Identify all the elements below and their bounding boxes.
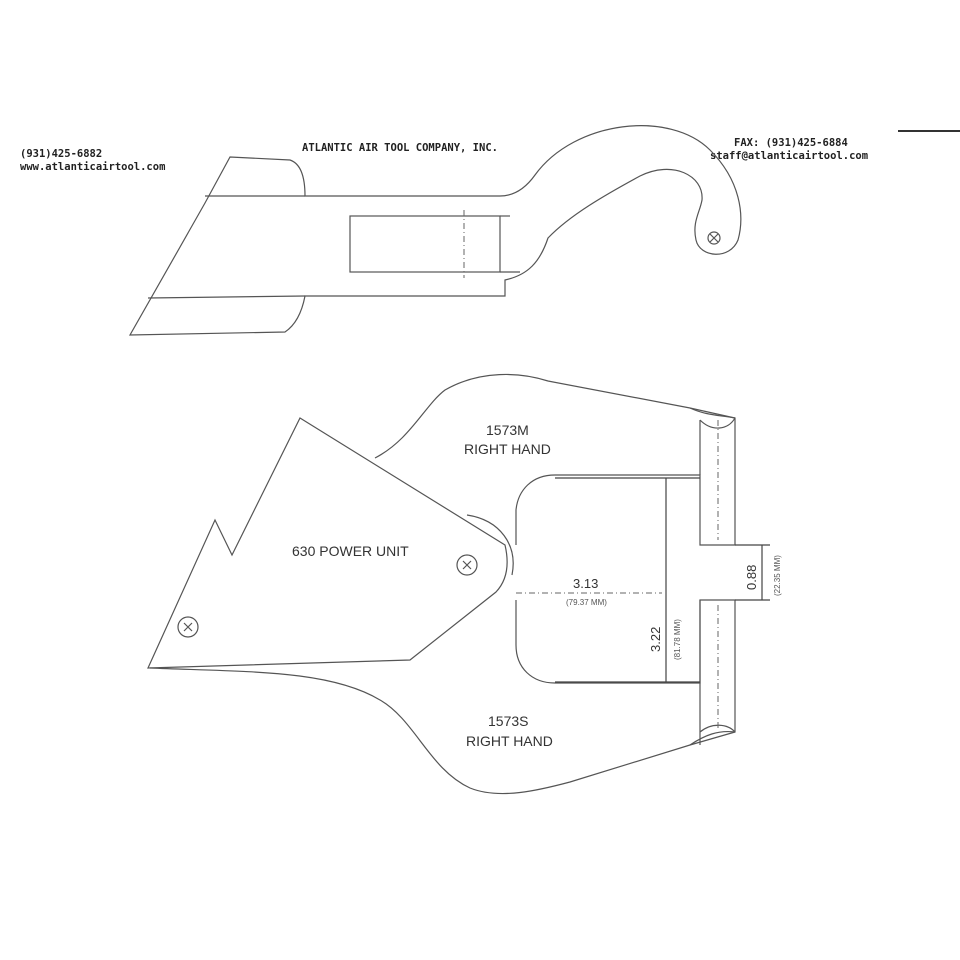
lower-jaw-tip [689, 600, 736, 746]
hook-tool-outline [128, 125, 742, 336]
hook-tool-side-view [128, 125, 742, 336]
power-unit-assembly: 1573M RIGHT HAND 630 POWER UNIT 1573S RI… [147, 373, 782, 795]
header-rule [898, 130, 960, 132]
upper-jaw-model-label: 1573M [486, 422, 529, 438]
hook-pin-x [709, 233, 719, 243]
company-name: ATLANTIC AIR TOOL COMPANY, INC. [302, 142, 498, 154]
opening-value: 3.22 [648, 627, 663, 652]
hook-slot [349, 215, 501, 273]
lower-jaw-model-label: 1573S [488, 713, 528, 729]
upper-jaw-tip [689, 407, 736, 475]
opening-mm: (81.78 MM) [673, 619, 682, 660]
rear-pin-circle [177, 616, 199, 638]
email-address: staff@atlanticairtool.com [710, 150, 869, 162]
power-unit-outline [147, 417, 508, 669]
website-url: www.atlanticairtool.com [20, 161, 166, 173]
lower-jaw-outline [149, 599, 736, 795]
upper-jaw-hand-label: RIGHT HAND [464, 441, 551, 457]
fax-number: FAX: (931)425-6884 [734, 137, 848, 149]
gap-value: 0.88 [744, 565, 759, 590]
depth-mm: (79.37 MM) [566, 598, 607, 607]
hook-pin-circle [707, 231, 721, 245]
pivot-arc [466, 514, 514, 576]
phone-number: (931)425-6882 [20, 148, 103, 160]
pivot-pin-circle [456, 554, 478, 576]
hook-body-line-lower [147, 295, 306, 299]
gap-mm: (22.35 MM) [773, 555, 782, 596]
rear-pin-x [183, 622, 193, 632]
pivot-pin-x [462, 560, 472, 570]
lower-jaw-hand-label: RIGHT HAND [466, 733, 553, 749]
upper-jaw-outline [374, 373, 736, 546]
power-unit-label: 630 POWER UNIT [292, 543, 409, 559]
depth-value: 3.13 [573, 576, 598, 591]
